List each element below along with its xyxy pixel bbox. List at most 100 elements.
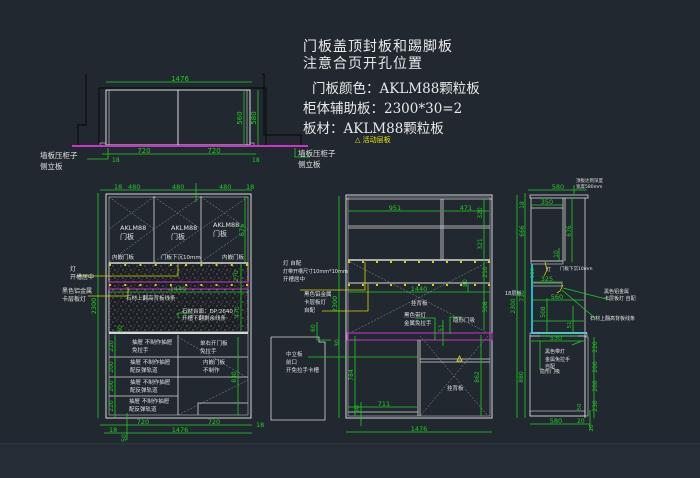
top-right-door-dim: 720 <box>207 147 220 155</box>
drawer-1-line-1: 抽屉 不制作抽屉 <box>132 338 173 346</box>
wall-outline-left <box>77 74 87 145</box>
top-left-door-dim: 720 <box>137 147 150 155</box>
front-light-note-1: 灯 <box>70 265 76 273</box>
light-dot <box>169 264 172 266</box>
inner-h-top: 320 <box>477 207 484 219</box>
side-label-18: 18层板 <box>505 290 521 297</box>
side-bottom-580: 580 <box>550 417 562 425</box>
side-w-325: 325 <box>541 275 553 283</box>
inner-width-1440: 1440 <box>411 285 428 293</box>
light-dot <box>215 264 218 266</box>
door-gap-note: 门板下沉10mm <box>161 253 201 261</box>
light-dot <box>185 284 188 286</box>
front-bottom-720-left: 720 <box>137 418 149 426</box>
light-dot <box>200 284 203 286</box>
inner-light-note-2: 灯带开槽尺寸10mm*10mm <box>283 268 348 275</box>
inner-backboard-upper: 挂背板 <box>411 299 428 307</box>
light-dot <box>109 264 111 266</box>
movable-shelf-marker <box>456 355 463 362</box>
light-dot <box>124 284 127 286</box>
top-right-label-1: 墙板压柜子 <box>298 148 336 158</box>
inner-h-60: 60 <box>310 324 317 332</box>
side-right-200-2: 200 <box>592 380 599 392</box>
side-h-880: 880 <box>518 371 525 383</box>
top-right-label-2: 侧立板 <box>298 159 321 169</box>
inner-h-80: 80 <box>462 279 469 287</box>
front-dim-480-3: 480 <box>219 183 231 191</box>
inner-light-note-1: 灯 自配 <box>283 259 302 267</box>
inner-h-30: 30 <box>334 339 341 347</box>
side-handle-note-3: 自配 <box>545 363 555 370</box>
front-bottom-edge-right: 18 <box>256 421 264 429</box>
inner-top-right-dim: 471 <box>460 204 472 212</box>
inner-backboard-lower: 挂背板 <box>447 384 464 392</box>
light-dot <box>460 284 462 286</box>
side-h-10: 10 <box>553 250 560 258</box>
light-dot <box>488 284 490 286</box>
title-line-1: 门板盖顶封板和踢脚板 <box>303 39 453 55</box>
light-dot <box>446 284 448 286</box>
front-dim-18-left: 18 <box>114 183 122 191</box>
light-dot <box>124 264 127 266</box>
side-h-51: 51 <box>567 322 573 329</box>
inner-lock-note: 隐形门吸 <box>453 316 476 324</box>
front-dim-480-2: 480 <box>172 183 184 191</box>
light-dot <box>418 284 420 286</box>
drawer-h-4: 220 <box>108 400 115 412</box>
light-dot <box>432 284 434 286</box>
door-2-label: 门板 <box>171 232 185 241</box>
inner-light-strip <box>346 332 493 341</box>
drawer-2-line-1: 抽屉 不制作抽屉 <box>130 358 171 366</box>
side-panel-outline <box>270 336 326 421</box>
right-door-note-3: 内嵌门板 <box>203 358 226 366</box>
drawer-4-line-1: 抽屉 不制作抽屉 <box>129 397 170 405</box>
light-dot <box>169 284 172 286</box>
side-h-18: 18 <box>519 201 526 209</box>
right-door-note-4: 不制作 <box>203 366 220 374</box>
front-right-height: 830 <box>231 371 238 383</box>
aux-board-note: 柜体辅助板：2300*30=2 <box>303 101 463 117</box>
light-dot <box>109 284 111 286</box>
inner-handle-note-2: 金属免拉手 <box>404 319 432 327</box>
inner-light-note-3: 开槽居中 <box>283 275 305 283</box>
upper-height-dim: 676 <box>238 224 246 236</box>
light-dot <box>348 261 350 263</box>
side-lock-note: 隐形门吸 <box>540 368 560 375</box>
light-dot <box>348 284 350 286</box>
front-dim-480-1: 480 <box>128 183 140 191</box>
light-dot <box>362 261 364 263</box>
light-dot <box>154 284 157 286</box>
inner-h-50: 50 <box>354 405 361 413</box>
side-h-50: 50 <box>577 403 583 410</box>
top-view: 1476 560 580 720 720 18 18 墙板压柜子 侧立板 墙板压… <box>40 73 336 171</box>
movable-shelf-legend: △ 活动层板 <box>355 136 391 144</box>
door-1-label: 门板 <box>120 232 134 241</box>
material-note: 板材：AKLM88颗粒板 <box>303 121 444 137</box>
inner-height-2300: 2300 <box>331 296 339 313</box>
drawer-2-line-2: 配反弹轨道 <box>130 366 158 374</box>
side-bottom-20: 20 <box>577 418 585 425</box>
stone-note: 石材上翻高背板线条 <box>126 294 176 302</box>
light-dot <box>432 261 434 263</box>
light-dot <box>418 261 420 263</box>
drawer-h-2: 200 <box>108 361 115 373</box>
side-stone-note: 石材上翻高背板线条 <box>590 315 635 322</box>
front-cabinet-outline <box>105 193 252 419</box>
inner-bottom-total: 1476 <box>411 425 428 433</box>
light-dot <box>390 261 392 263</box>
inner-rail-note-2: 卡层板灯 <box>304 298 327 306</box>
front-light-note-2: 开槽居中 <box>70 273 94 281</box>
inner-h-51: 51 <box>438 324 445 332</box>
side-h-508: 508 <box>540 306 547 318</box>
side-rail-note-2: 卡层板灯 自配 <box>604 295 636 302</box>
top-right-edge-dim: 18 <box>252 157 260 164</box>
front-rail-note-1: 黑色铝金属 <box>62 287 92 295</box>
light-dot <box>139 284 142 286</box>
inner-h-mid: 321 <box>477 238 484 250</box>
stone-size-2: 开槽下翻剩余线条 <box>182 314 227 322</box>
side-view: 580 顶板达到深度 宽度580mm 350 18 666 676 10 门板下… <box>505 177 636 432</box>
side-w-560: 560 <box>551 293 563 301</box>
drawer-h-1: 220 <box>108 340 115 352</box>
side-h-676: 676 <box>566 225 573 237</box>
